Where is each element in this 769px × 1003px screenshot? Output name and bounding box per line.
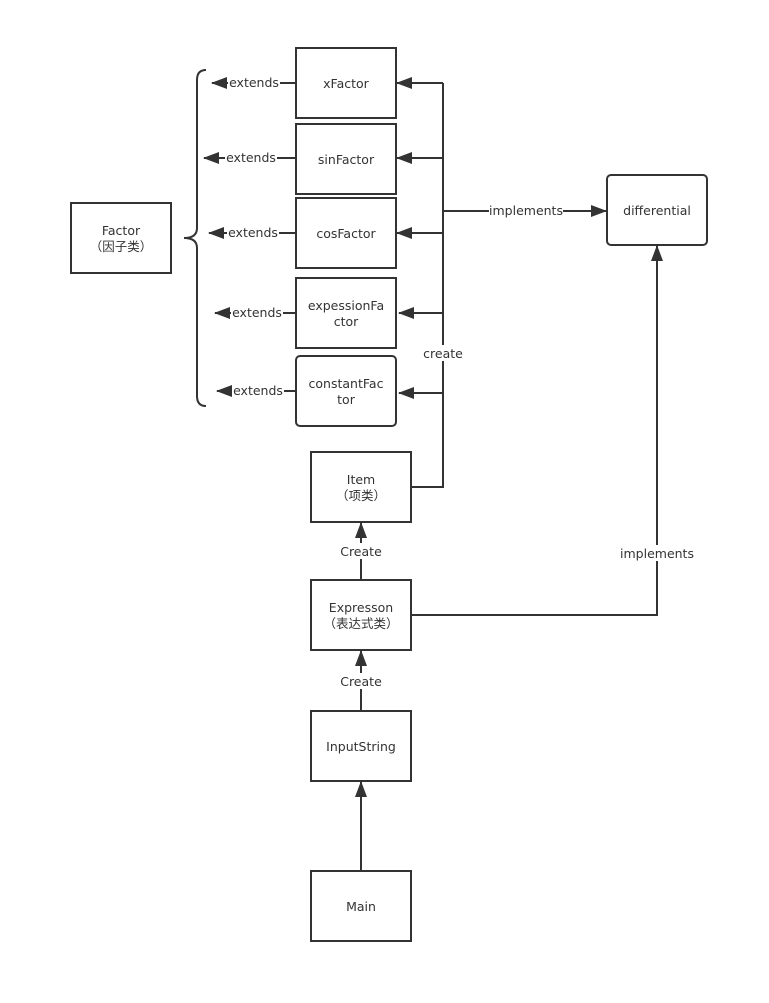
implements-edge-expresson: implements — [411, 245, 695, 616]
node-expessionfactor[interactable]: expessionFa ctor — [295, 277, 397, 349]
brace — [183, 69, 207, 407]
create-label: Create — [340, 544, 382, 559]
extends-label: extends — [229, 75, 279, 90]
node-title: Factor — [102, 223, 141, 238]
node-title: InputString — [326, 739, 396, 754]
extends-edge-expessionfactor: extends — [214, 305, 296, 321]
extends-label: extends — [232, 305, 282, 320]
node-cosfactor[interactable]: cosFactor — [295, 197, 397, 269]
create-edges: create — [396, 77, 467, 488]
extends-edge-sinfactor: extends — [203, 150, 296, 166]
node-subtitle: （因子类） — [90, 239, 153, 254]
create-edge-expresson-item: Create — [337, 522, 385, 580]
node-main[interactable]: Main — [310, 870, 412, 942]
extends-label: extends — [233, 383, 283, 398]
node-subtitle: （项类） — [336, 488, 386, 503]
node-title: Item — [347, 472, 375, 487]
node-differential[interactable]: differential — [606, 174, 708, 246]
node-factor[interactable]: Factor （因子类） — [70, 202, 172, 274]
node-title: constantFac — [309, 376, 384, 391]
node-sinfactor[interactable]: sinFactor — [295, 123, 397, 195]
node-inputstring[interactable]: InputString — [310, 710, 412, 782]
node-constantfactor[interactable]: constantFac tor — [295, 355, 397, 427]
node-subtitle: （表达式类） — [323, 616, 398, 631]
node-title: sinFactor — [318, 152, 375, 167]
extends-label: extends — [226, 150, 276, 165]
implements-label: implements — [620, 546, 694, 561]
create-label: create — [423, 346, 463, 361]
node-item[interactable]: Item （项类） — [310, 451, 412, 523]
extends-edge-cosfactor: extends — [208, 225, 296, 241]
extends-edge-constantfactor: extends — [216, 383, 296, 399]
implements-edge-factors: implements — [443, 203, 607, 219]
node-title: expessionFa — [308, 298, 384, 313]
node-title: differential — [623, 203, 691, 218]
extends-edge-xfactor: extends — [211, 75, 296, 91]
node-title: cosFactor — [316, 226, 376, 241]
create-edge-inputstring-expresson: Create — [337, 650, 385, 711]
node-title: xFactor — [323, 76, 370, 91]
node-title-cont: tor — [337, 392, 356, 407]
create-label: Create — [340, 674, 382, 689]
node-expresson[interactable]: Expresson （表达式类） — [310, 579, 412, 651]
node-title: Main — [346, 899, 376, 914]
node-title-cont: ctor — [334, 314, 359, 329]
node-title: Expresson — [329, 600, 393, 615]
implements-label: implements — [489, 203, 563, 218]
node-xfactor[interactable]: xFactor — [295, 47, 397, 119]
extends-label: extends — [228, 225, 278, 240]
